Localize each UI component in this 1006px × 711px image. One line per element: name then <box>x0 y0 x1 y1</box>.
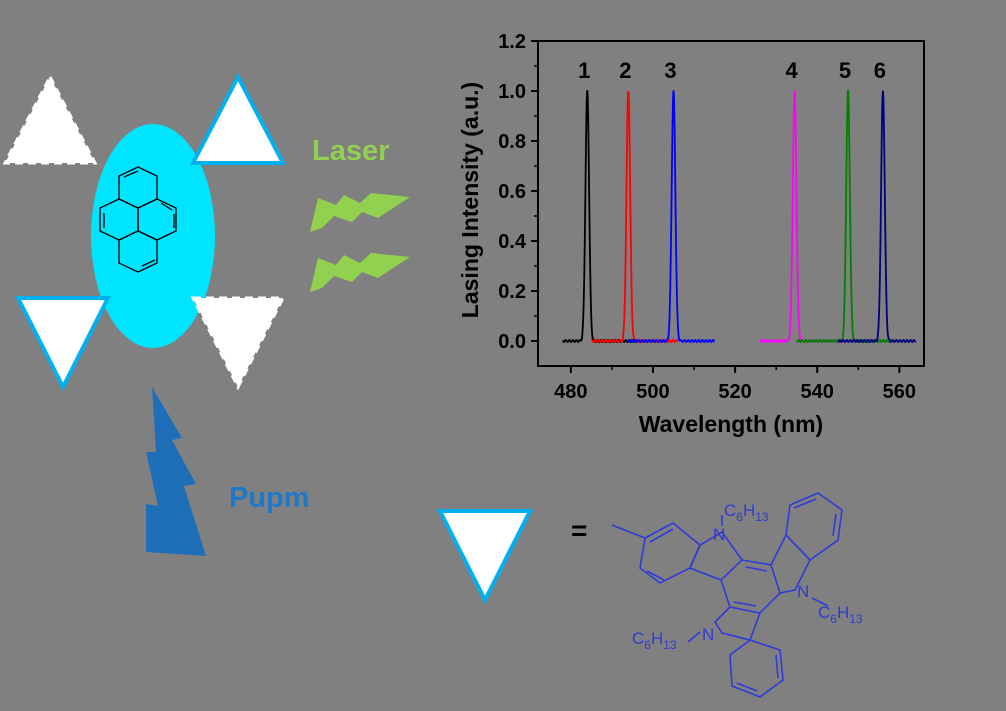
triangle-down-dashed-right <box>190 296 286 391</box>
y-tick-label: 0.0 <box>498 331 526 353</box>
peak-label: 5 <box>839 58 851 83</box>
x-tick-label: 540 <box>801 381 834 403</box>
y-tick-label: 0.4 <box>498 231 527 253</box>
y-tick-label: 0.2 <box>498 281 526 303</box>
x-axis-label: Wavelength (nm) <box>639 411 823 437</box>
triangle-up-solid-right <box>189 72 287 165</box>
triangle-up-dashed-left <box>2 73 98 165</box>
peak-label: 3 <box>664 58 676 83</box>
n-atom-bottom: N <box>702 625 714 644</box>
molecule-labels: N N N C6H13 C6H13 C6H13 <box>632 501 863 652</box>
triangle-down-solid-left <box>14 296 112 392</box>
y-axis-label: Lasing Intensity (a.u.) <box>457 82 483 318</box>
y-tick-label: 1.2 <box>498 31 526 53</box>
peak-label: 4 <box>786 58 799 83</box>
n-atom-right: N <box>797 582 809 601</box>
x-tick-label: 480 <box>554 381 587 403</box>
lasing-spectra-chart: 480 500 520 540 560 0.0 0.2 0.4 0.6 0.8 1.0 1.2 1 2 3… <box>457 31 925 437</box>
y-tick-label: 0.8 <box>498 131 526 153</box>
equals-sign: = <box>571 515 587 546</box>
x-tick-label: 520 <box>718 381 751 403</box>
y-tick-label: 1.0 <box>498 81 526 103</box>
peak-label: 1 <box>578 58 590 83</box>
x-tick-label: 560 <box>883 381 916 403</box>
spectrum-line <box>837 90 917 343</box>
triindole-molecule <box>611 492 843 698</box>
laser-bolt-lower <box>310 253 410 292</box>
axes-layer: 480 500 520 540 560 0.0 0.2 0.4 0.6 0.8 1.0 1.2 <box>498 31 916 403</box>
hexyl-label-top: C6H13 <box>724 501 769 524</box>
x-tick-label: 500 <box>636 381 669 403</box>
hexyl-label-bottom: C6H13 <box>632 629 677 652</box>
laser-label: Laser <box>312 135 389 167</box>
peak-label: 2 <box>619 58 631 83</box>
peak-label: 6 <box>874 58 886 83</box>
pump-label: Pupm <box>229 482 310 514</box>
pump-bolt <box>146 387 206 556</box>
n-atom-top: N <box>713 525 725 544</box>
pyrene-structure <box>99 166 177 273</box>
legend-triangle-down <box>436 509 534 605</box>
hexyl-label-right: C6H13 <box>818 603 863 626</box>
plot-frame <box>537 40 925 367</box>
laser-bolt-upper <box>310 193 410 232</box>
spectrum-line <box>627 90 716 343</box>
y-tick-label: 0.6 <box>498 181 526 203</box>
pyrene-core-ellipse <box>91 124 215 348</box>
assembly-schematic: Laser Pupm <box>2 72 410 556</box>
legend-equation: = <box>436 509 587 605</box>
series-layer <box>561 89 917 343</box>
